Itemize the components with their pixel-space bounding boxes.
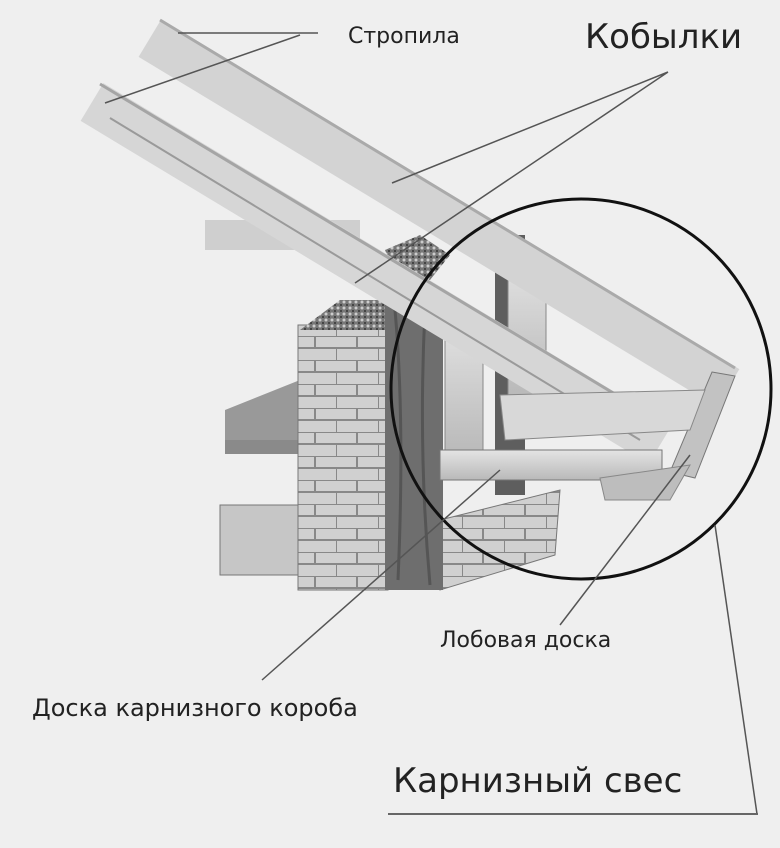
soffit-board — [499, 389, 706, 441]
label-rafters: Стропила — [348, 24, 460, 49]
label-jack-rafters: Кобылки — [585, 17, 743, 57]
brick-wall — [297, 324, 389, 591]
label-soffit-board: Доска карнизного короба — [32, 694, 358, 722]
fascia — [669, 371, 736, 479]
leader-lines — [104, 32, 758, 815]
label-fascia-board: Лобовая доска — [440, 628, 612, 653]
rafter-upper — [138, 19, 740, 407]
insulation — [300, 300, 390, 330]
detail-circle — [389, 197, 773, 581]
label-eave-overhang: Карнизный свес — [393, 761, 683, 801]
rafter-lower — [80, 83, 672, 464]
